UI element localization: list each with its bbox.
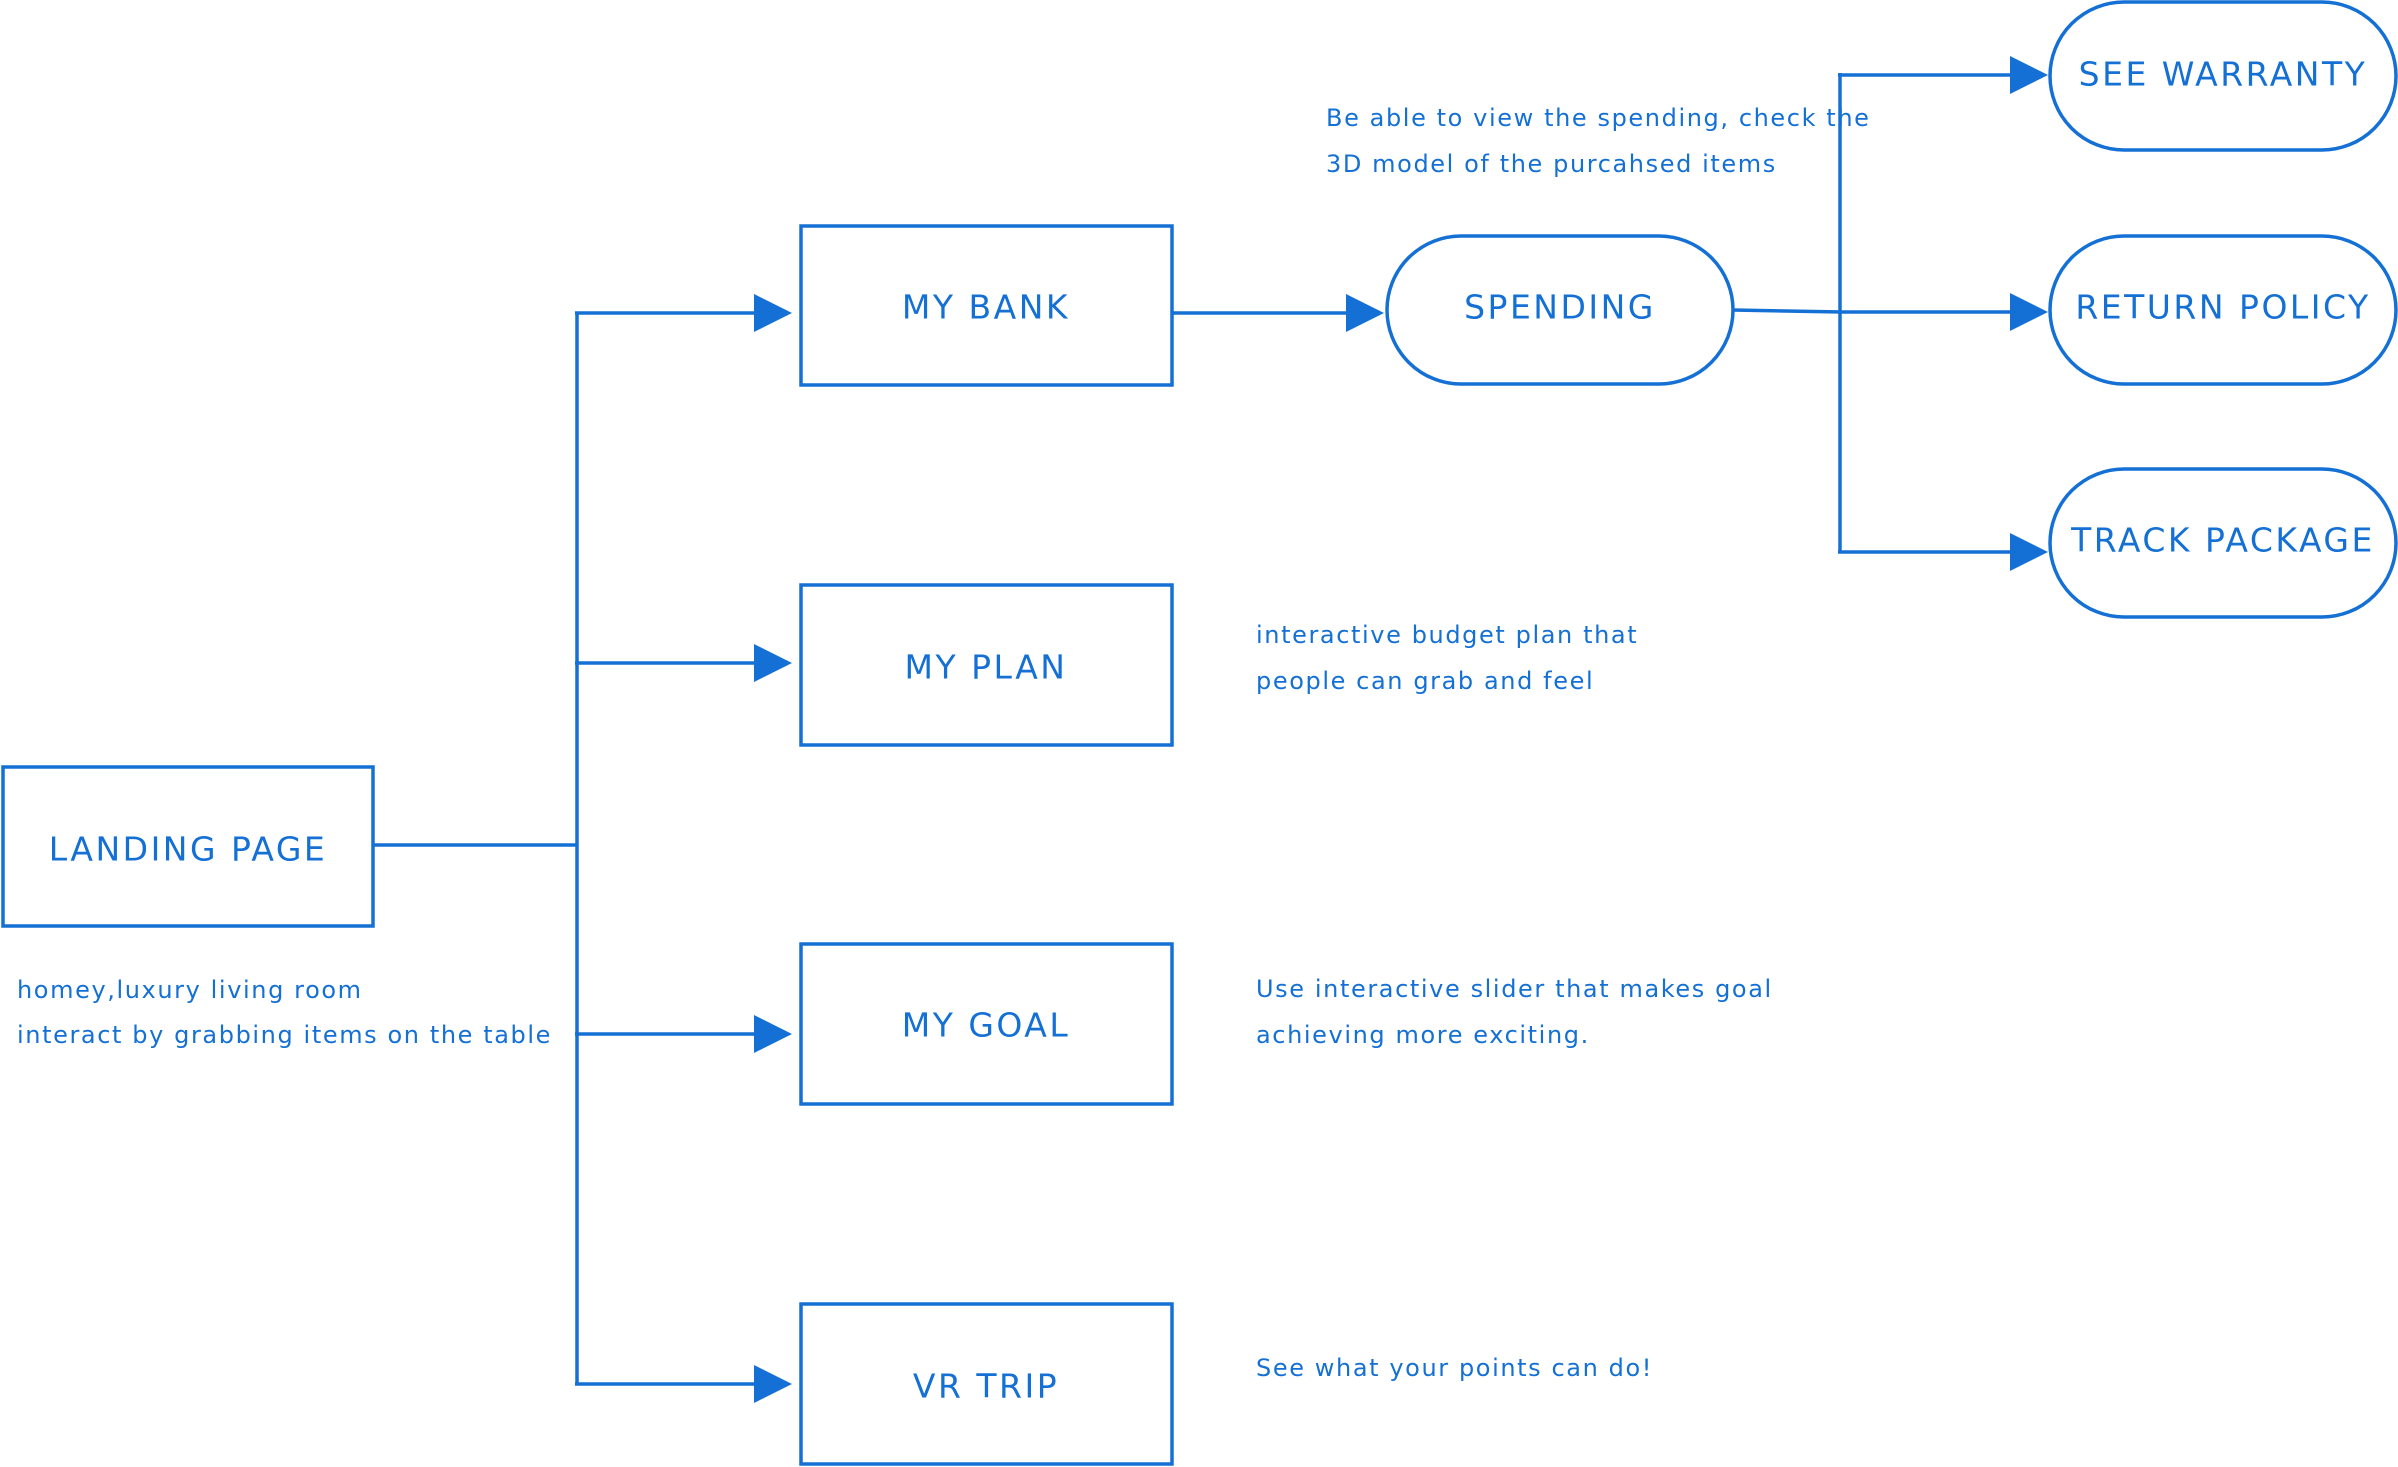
node-vr-trip[interactable]: VR TRIP <box>799 1302 1174 1466</box>
vr-trip-label: VR TRIP <box>913 1367 1059 1406</box>
note-vr-trip: See what your points can do! <box>1256 1354 1653 1382</box>
note-landing-page-line-2: interact by grabbing items on the table <box>17 1021 552 1049</box>
arrowhead-my-bank <box>754 294 792 332</box>
my-goal-box[interactable] <box>799 942 1174 1106</box>
my-plan-label: MY PLAN <box>905 648 1068 687</box>
connector-spending-to-trunk <box>1732 308 1843 314</box>
return-policy-pill[interactable] <box>2048 234 2398 386</box>
see-warranty-pill[interactable] <box>2048 0 2398 152</box>
connectors <box>373 73 2012 1386</box>
my-bank-label: MY BANK <box>902 288 1070 327</box>
arrowhead-my-goal <box>754 1015 792 1053</box>
note-my-goal: Use interactive slider that makes goal a… <box>1256 975 1773 1049</box>
note-landing-page: homey,luxury living room interact by gra… <box>17 976 552 1049</box>
my-plan-box[interactable] <box>799 583 1174 747</box>
my-bank-box[interactable] <box>799 224 1174 387</box>
node-my-goal[interactable]: MY GOAL <box>799 942 1174 1106</box>
arrowheads <box>754 56 2048 1403</box>
return-policy-label: RETURN POLICY <box>2075 288 2370 327</box>
note-my-goal-line-2: achieving more exciting. <box>1256 1021 1590 1049</box>
note-spending-line-2: 3D model of the purcahsed items <box>1326 150 1777 178</box>
arrowhead-return-policy <box>2010 293 2048 331</box>
arrowhead-my-plan <box>754 644 792 682</box>
arrowhead-vr-trip <box>754 1365 792 1403</box>
arrowhead-see-warranty <box>2010 56 2048 94</box>
note-landing-page-line-1: homey,luxury living room <box>17 976 363 1004</box>
node-landing-page[interactable]: LANDING PAGE <box>1 765 375 928</box>
note-my-plan-line-1: interactive budget plan that <box>1256 621 1638 649</box>
note-my-plan: interactive budget plan that people can … <box>1256 621 1638 695</box>
node-track-package[interactable]: TRACK PACKAGE <box>2048 467 2398 619</box>
node-return-policy[interactable]: RETURN POLICY <box>2048 234 2398 386</box>
spending-label: SPENDING <box>1464 288 1656 327</box>
note-spending: Be able to view the spending, check the … <box>1326 104 1871 178</box>
spending-pill[interactable] <box>1385 234 1735 386</box>
note-my-goal-line-1: Use interactive slider that makes goal <box>1256 975 1773 1003</box>
my-goal-label: MY GOAL <box>902 1006 1071 1045</box>
track-package-label: TRACK PACKAGE <box>2070 521 2375 560</box>
node-my-plan[interactable]: MY PLAN <box>799 583 1174 747</box>
node-my-bank[interactable]: MY BANK <box>799 224 1174 387</box>
note-my-plan-line-2: people can grab and feel <box>1256 667 1594 695</box>
landing-page-box[interactable] <box>1 765 375 928</box>
arrowhead-track-package <box>2010 533 2048 571</box>
vr-trip-box[interactable] <box>799 1302 1174 1466</box>
note-spending-line-1: Be able to view the spending, check the <box>1326 104 1871 132</box>
track-package-pill[interactable] <box>2048 467 2398 619</box>
note-vr-trip-line-1: See what your points can do! <box>1256 1354 1653 1382</box>
node-spending[interactable]: SPENDING <box>1385 234 1735 386</box>
arrowhead-spending <box>1346 294 1384 332</box>
node-see-warranty[interactable]: SEE WARRANTY <box>2048 0 2398 152</box>
see-warranty-label: SEE WARRANTY <box>2079 55 2368 94</box>
landing-page-label: LANDING PAGE <box>49 830 328 869</box>
